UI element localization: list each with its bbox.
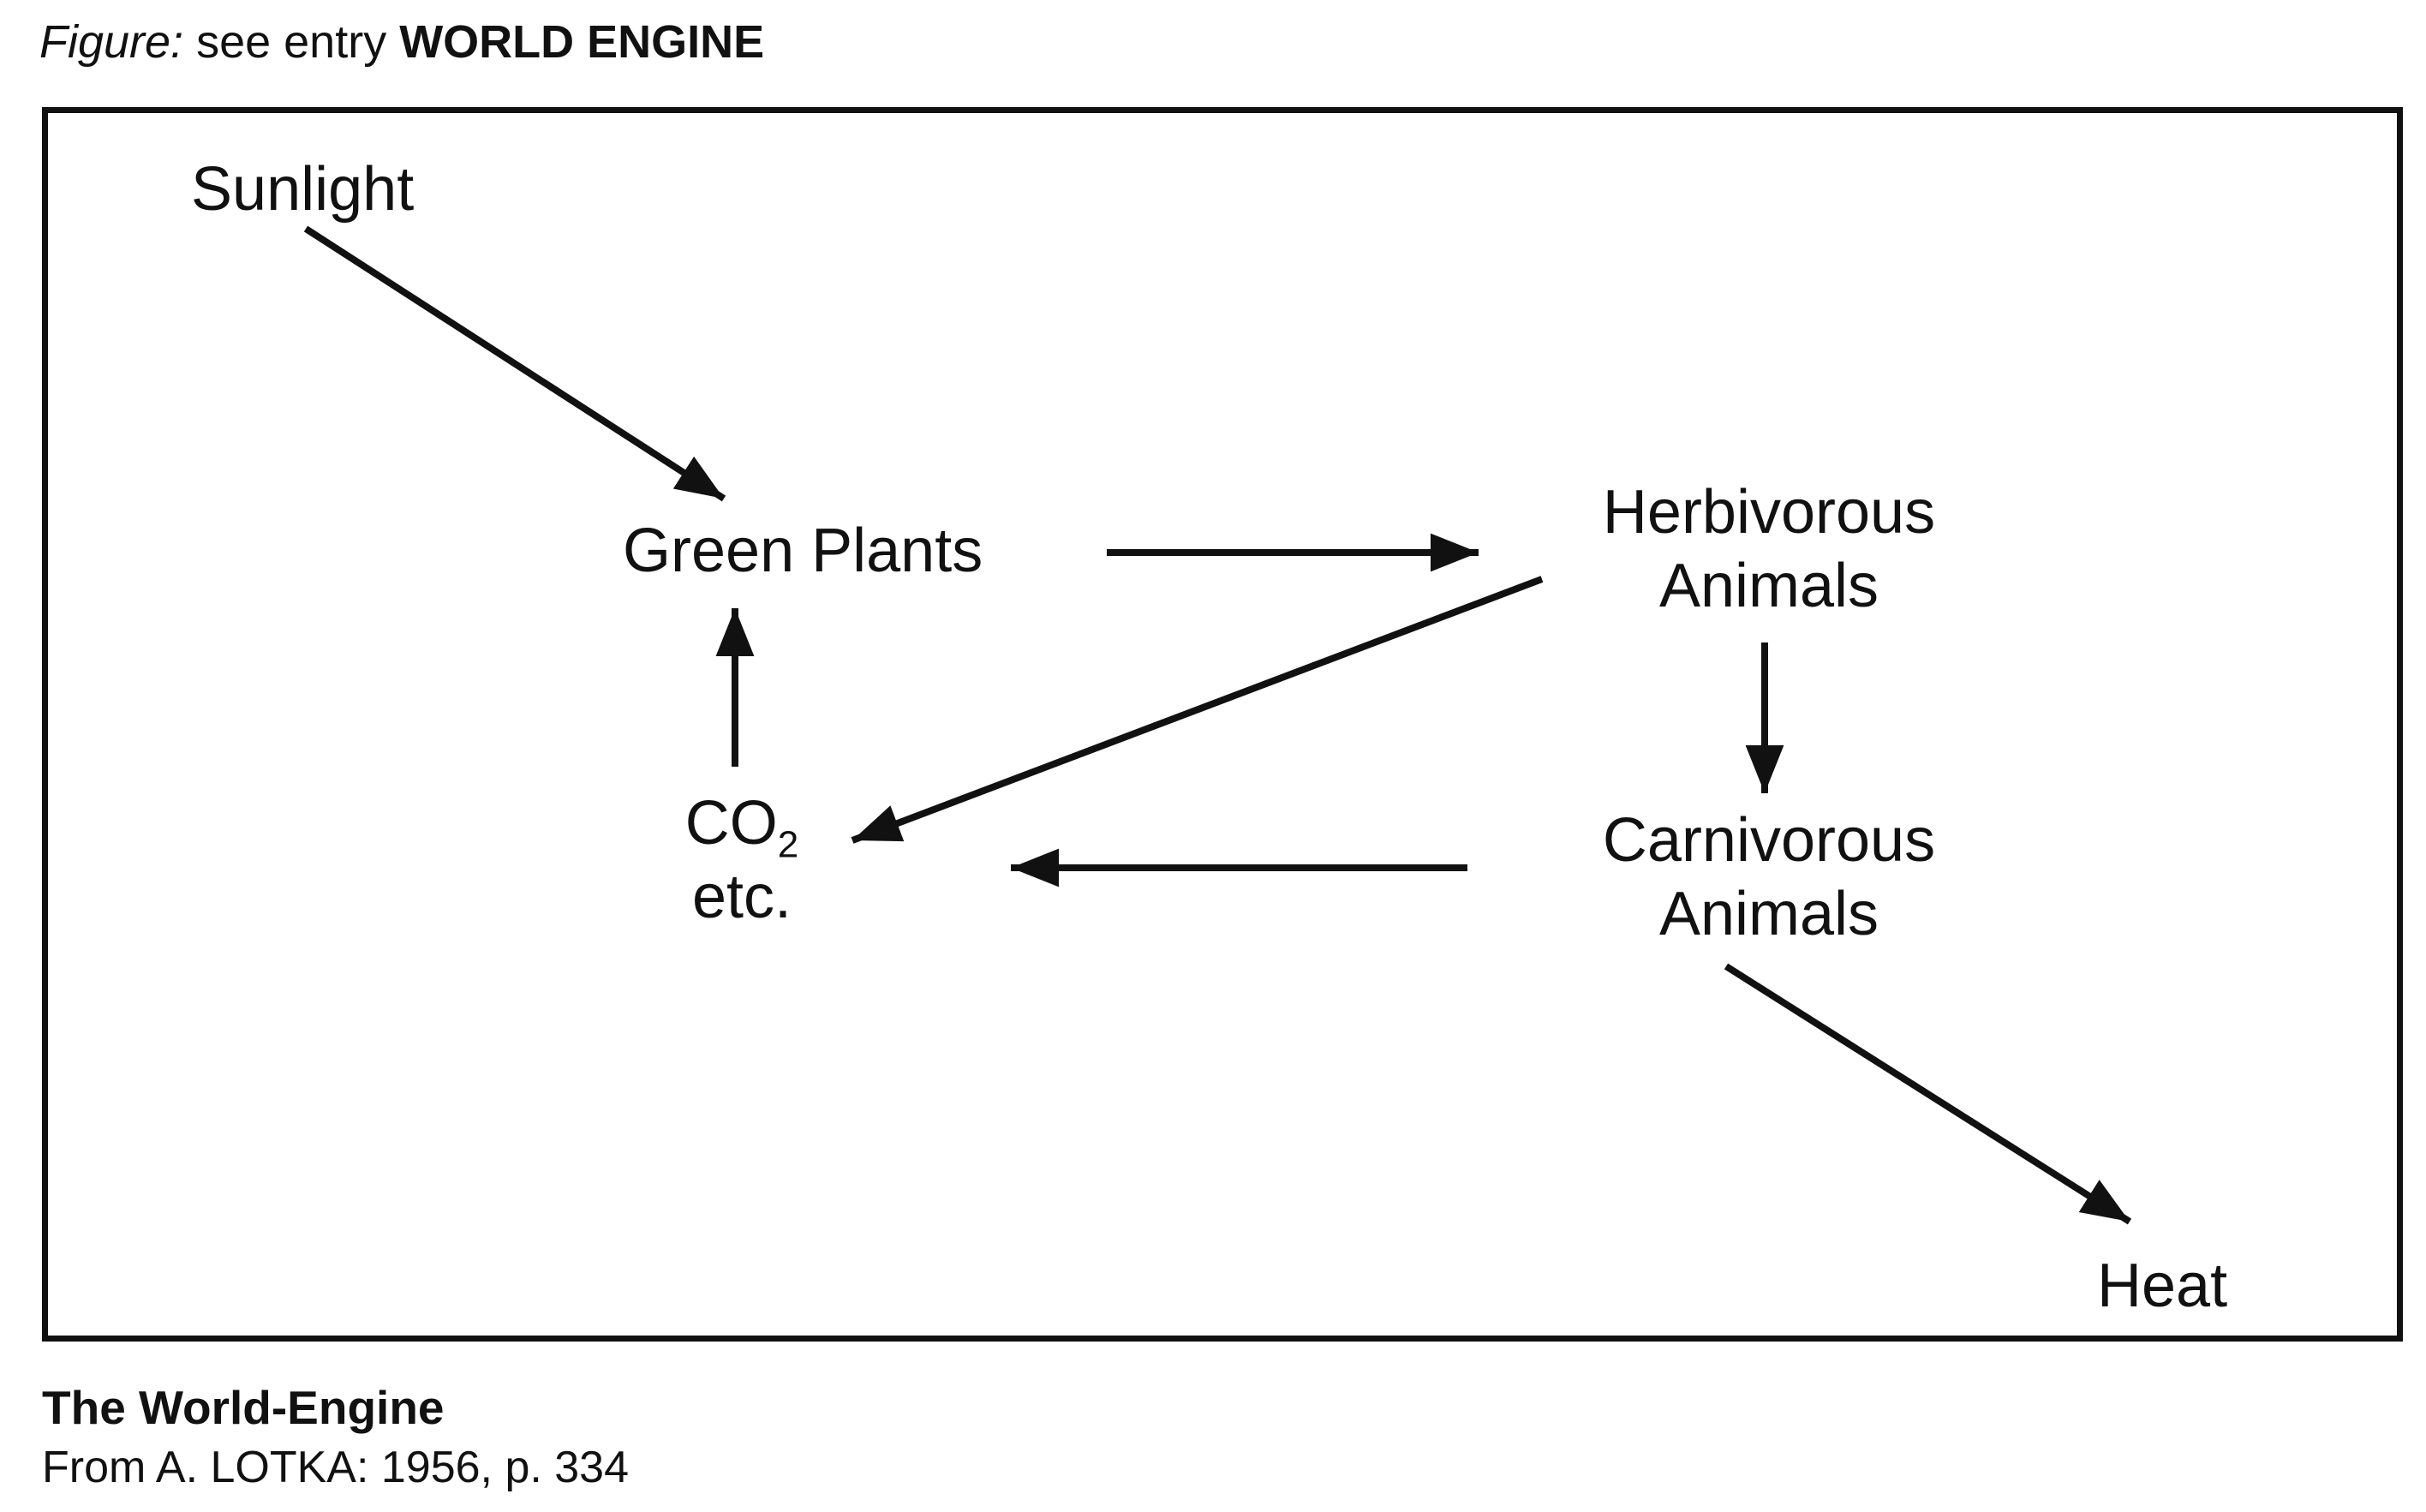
node-green-plants: Green Plants [623, 514, 983, 588]
node-carnivorous-animals: Carnivorous Animals [1603, 804, 1935, 952]
figure-caption: The World-Engine From A. LOTKA: 1956, p.… [42, 1378, 629, 1497]
caption-title: The World-Engine [42, 1381, 445, 1434]
node-herbivorous-line2: Animals [1658, 552, 1879, 621]
node-co2-etc: CO2 etc. [685, 786, 798, 935]
figure-see-entry-text: see entry [183, 16, 400, 68]
node-heat-label: Heat [2097, 1252, 2228, 1320]
figure-header: Figure: see entry WORLD ENGINE [39, 15, 764, 69]
node-herbivorous-line1: Herbivorous [1602, 478, 1936, 547]
node-heat: Heat [2097, 1249, 2227, 1323]
node-sunlight-label: Sunlight [191, 155, 415, 224]
node-co2-formula-line: CO2 [684, 786, 798, 864]
node-co2-etc-line: etc. [691, 863, 792, 932]
node-sunlight: Sunlight [191, 152, 414, 226]
node-co2-formula: CO [684, 789, 778, 858]
node-co2-subscript: 2 [777, 823, 799, 866]
figure-entry-name: WORLD ENGINE [399, 16, 765, 68]
node-green-plants-label: Green Plants [623, 517, 983, 585]
figure-label: Figure: [39, 16, 184, 68]
caption-source: From A. LOTKA: 1956, p. 334 [42, 1442, 630, 1492]
node-carnivorous-line1: Carnivorous [1602, 806, 1936, 875]
node-herbivorous-animals: Herbivorous Animals [1603, 475, 1935, 624]
node-carnivorous-line2: Animals [1658, 880, 1879, 949]
diagram-frame [42, 107, 2403, 1342]
